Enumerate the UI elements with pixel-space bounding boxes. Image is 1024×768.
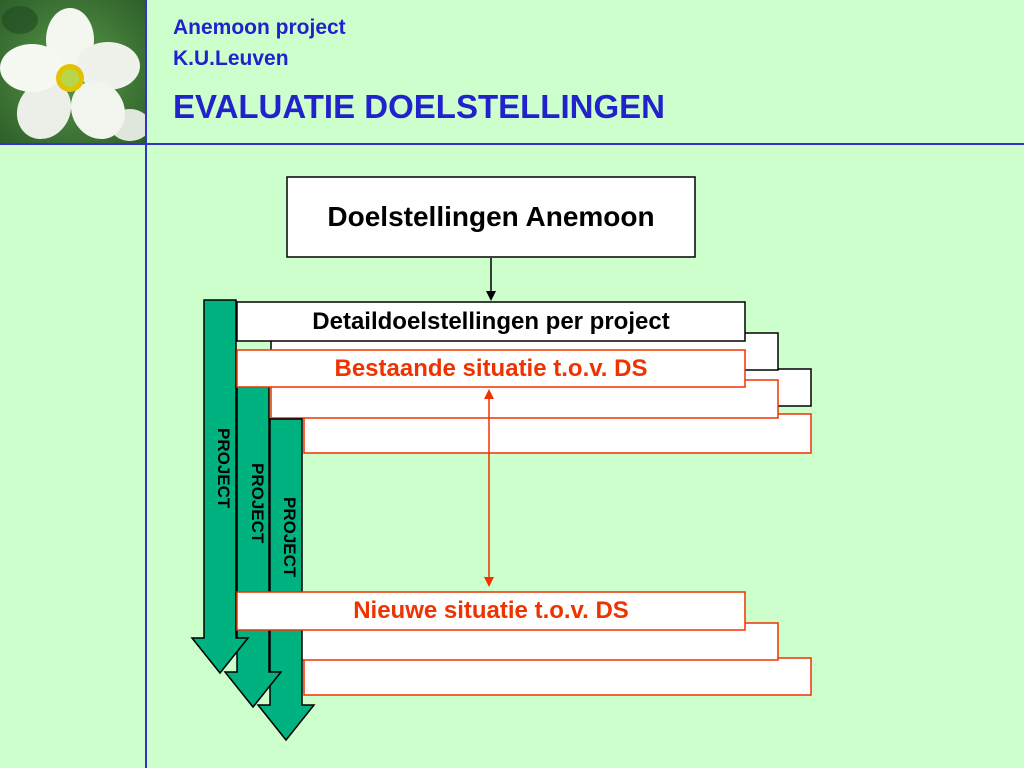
current-box-back-2 — [303, 413, 812, 454]
project-arrow-label-3: PROJECT — [280, 497, 299, 578]
new-situation-box — [236, 591, 746, 631]
comparison-arrowhead-down — [484, 577, 494, 587]
new-box-back-2 — [303, 657, 812, 696]
detail-box — [236, 301, 746, 342]
new-situation-label: Nieuwe situatie t.o.v. DS — [353, 597, 629, 624]
page-title: EVALUATIE DOELSTELLINGEN — [173, 88, 665, 125]
current-situation-label: Bestaande situatie t.o.v. DS — [334, 355, 648, 382]
top-box — [286, 176, 696, 258]
detail-box-label: Detaildoelstellingen per project — [312, 308, 670, 335]
anemone-flower-image — [0, 0, 150, 143]
project-name: Anemoon project — [173, 16, 346, 39]
institution-name: K.U.Leuven — [173, 47, 289, 70]
top-box-label: Doelstellingen Anemoon — [327, 201, 655, 232]
project-arrow-label-1: PROJECT — [214, 428, 233, 509]
vertical-divider — [145, 0, 147, 768]
comparison-arrowhead-up — [484, 389, 494, 399]
current-situation-box — [236, 349, 746, 388]
project-arrow-1 — [190, 299, 250, 675]
project-arrow-3 — [256, 418, 316, 742]
top-connector-arrowhead — [486, 291, 496, 301]
horizontal-divider — [0, 143, 1024, 145]
project-arrow-label-2: PROJECT — [248, 463, 267, 544]
